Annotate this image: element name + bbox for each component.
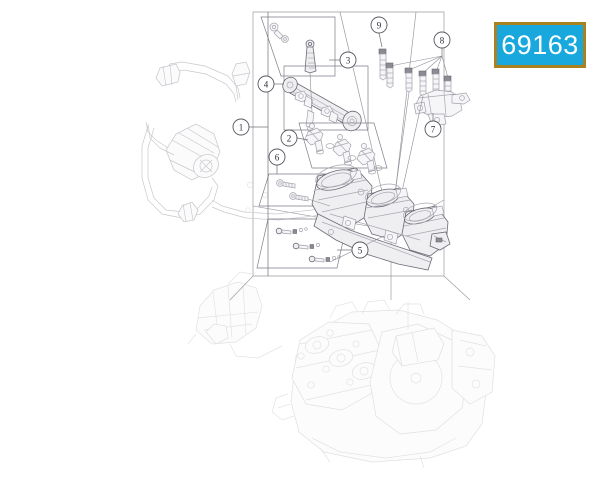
- callout-4[interactable]: 4: [257, 75, 275, 93]
- callout-1-label: 1: [239, 123, 244, 133]
- part-collar-bolt: [378, 48, 387, 81]
- part-fuel-rail-screw-box: [260, 16, 336, 77]
- callout-9[interactable]: 9: [370, 16, 388, 34]
- callout-2[interactable]: 2: [280, 129, 298, 147]
- callout-5-label: 5: [358, 246, 363, 256]
- callout-9-label: 9: [377, 21, 382, 31]
- callout-8-label: 8: [440, 36, 445, 46]
- callout-2-label: 2: [287, 134, 292, 144]
- callout-7-label: 7: [431, 125, 436, 135]
- part-fuel-hose-and-filter-assembly: [141, 61, 333, 223]
- callout-bubbles: 1 2 3 4 5 6 7: [232, 16, 451, 259]
- part-sensor-screw-set: [258, 173, 336, 207]
- part-number-badge: 69163: [494, 22, 586, 68]
- callout-1[interactable]: 1: [232, 118, 250, 136]
- callout-5[interactable]: 5: [351, 241, 369, 259]
- airbox-reference-outline: [187, 271, 283, 359]
- callout-4-label: 4: [264, 80, 269, 90]
- part-throttle-cable-bracket: [389, 89, 471, 231]
- callout-3[interactable]: 3: [339, 51, 357, 69]
- part-throttle-body-assembly: [311, 164, 451, 271]
- callout-8[interactable]: 8: [433, 31, 451, 49]
- callout-7[interactable]: 7: [424, 120, 442, 138]
- callout-6[interactable]: 6: [268, 148, 286, 166]
- callout-6-label: 6: [275, 153, 280, 163]
- callout-3-label: 3: [346, 56, 351, 66]
- part-fuel-rail: [282, 65, 369, 132]
- engine-reference-outline: [271, 299, 496, 469]
- part-fuel-injector-set: [298, 122, 388, 175]
- part-number-text: 69163: [501, 29, 579, 60]
- part-clamp-screw-set: [256, 218, 349, 269]
